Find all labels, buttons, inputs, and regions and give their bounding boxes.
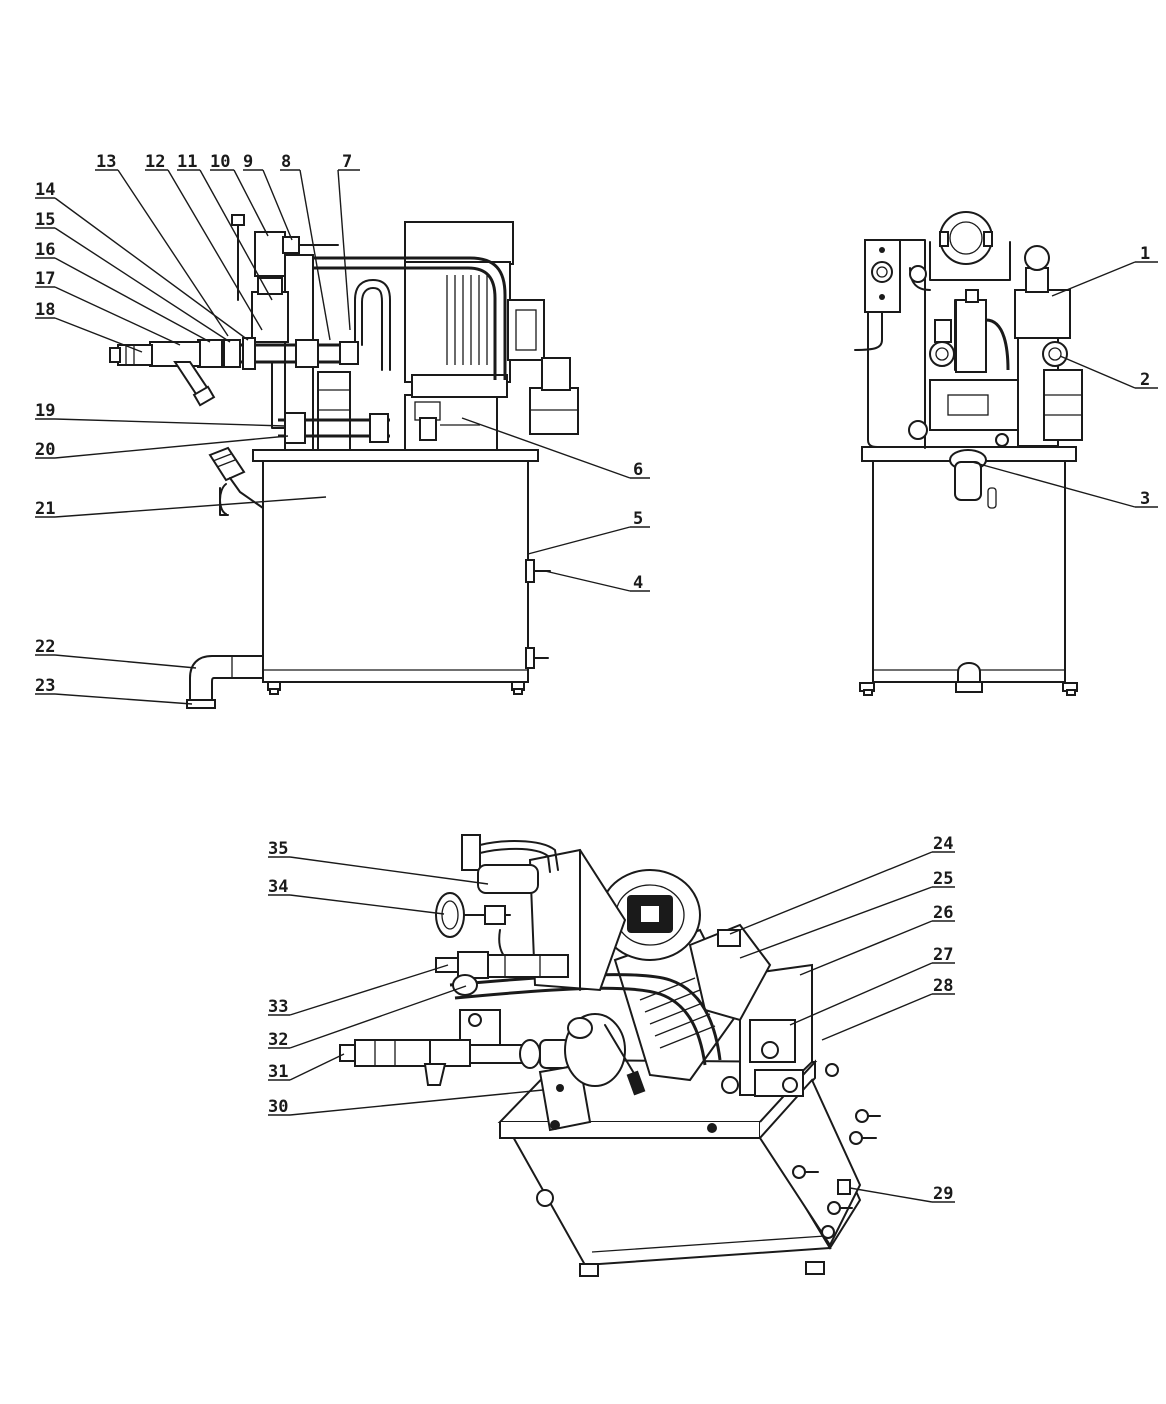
front-left-gauge	[929, 341, 955, 367]
label-31: 31	[268, 1062, 288, 1082]
side-top-valve	[254, 231, 286, 277]
label-12: 12	[145, 152, 165, 172]
label-27: 27	[933, 945, 953, 965]
label-23: 23	[35, 676, 55, 696]
label-35: 35	[268, 839, 288, 859]
label-28: 28	[933, 976, 953, 996]
side-check-valve	[197, 339, 223, 368]
side-pressure-valve	[251, 291, 289, 343]
label-17: 17	[35, 269, 55, 289]
front-side-block	[1043, 369, 1083, 441]
label-22: 22	[35, 637, 55, 657]
front-return-filter	[954, 461, 982, 501]
side-terminal-box	[507, 299, 545, 361]
leader-lines	[35, 169, 1158, 1203]
side-tank	[262, 459, 529, 683]
label-25: 25	[933, 869, 953, 889]
iso-control-valve	[538, 1063, 592, 1132]
label-9: 9	[243, 152, 253, 172]
label-21: 21	[35, 499, 55, 519]
iso-side-knobs	[792, 1063, 881, 1239]
drain-elbow	[189, 655, 264, 703]
label-30: 30	[268, 1097, 288, 1117]
label-7: 7	[342, 152, 352, 172]
front-right-gauge	[1042, 341, 1068, 367]
front-manifold	[929, 379, 1021, 431]
front-view	[854, 211, 1083, 696]
label-33: 33	[268, 997, 288, 1017]
label-29: 29	[933, 1184, 953, 1204]
label-11: 11	[177, 152, 197, 172]
side-solenoid-valve	[529, 387, 579, 435]
iso-top-valve	[477, 864, 539, 894]
filler-cap	[208, 446, 246, 482]
side-tank-lid	[252, 449, 539, 462]
front-pump-body	[955, 299, 987, 373]
part-labels: 13 12 11 10 9 8 7 14 15 16 17 18 19 20 2…	[35, 152, 1150, 1204]
label-2: 2	[1140, 370, 1150, 390]
side-quick-coupler	[117, 344, 153, 366]
isometric-view	[339, 834, 881, 1277]
label-15: 15	[35, 210, 55, 230]
label-13: 13	[96, 152, 116, 172]
label-34: 34	[268, 877, 288, 897]
side-manifold	[404, 394, 498, 451]
side-view	[109, 214, 579, 709]
label-4: 4	[633, 573, 643, 593]
label-1: 1	[1140, 244, 1150, 264]
iso-quick-coupler	[354, 1039, 431, 1067]
label-3: 3	[1140, 489, 1150, 509]
label-5: 5	[633, 509, 643, 529]
label-19: 19	[35, 401, 55, 421]
iso-pressure-gauge	[435, 892, 465, 938]
label-10: 10	[210, 152, 230, 172]
iso-pump-coupling	[688, 923, 772, 1022]
label-6: 6	[633, 460, 643, 480]
label-14: 14	[35, 180, 55, 200]
label-32: 32	[268, 1030, 288, 1050]
front-solenoid-valve	[1014, 289, 1071, 339]
label-18: 18	[35, 300, 55, 320]
label-16: 16	[35, 240, 55, 260]
label-20: 20	[35, 440, 55, 460]
label-26: 26	[933, 903, 953, 923]
label-8: 8	[281, 152, 291, 172]
label-24: 24	[933, 834, 953, 854]
